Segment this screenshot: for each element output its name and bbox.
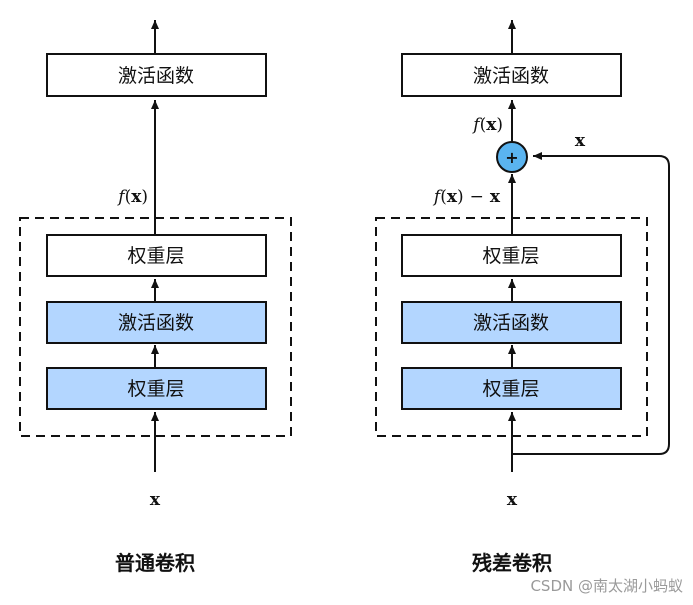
watermark: CSDN @南太湖小蚂蚁 [530, 577, 683, 595]
plain-top-activation-label: 激活函数 [118, 65, 194, 87]
plain-caption: 普通卷积 [115, 551, 195, 575]
skip-connection-label: x [575, 131, 586, 151]
residual-top-activation-label: 激活函数 [473, 65, 549, 87]
residual-label: f(x)−x [432, 187, 501, 207]
residual-input-label: x [507, 490, 518, 510]
plain-input-label: x [150, 490, 161, 510]
plain-output-label: f(x) [116, 187, 148, 207]
adder-plus-icon: + [505, 148, 518, 167]
residual-weight-layer-bottom-label: 权重层 [482, 378, 539, 400]
plain-activation-layer [46, 301, 267, 344]
plain-activation-layer-label: 激活函数 [118, 312, 194, 334]
plain-weight-layer-top-label: 权重层 [127, 245, 184, 267]
plain-top-activation [46, 53, 267, 97]
plain-block: x 权重层 激活函数 权重层 f(x) 激活函数 普通卷积 [19, 20, 292, 575]
residual-caption: 残差卷积 [472, 551, 552, 575]
residual-block: x x 权重层 激活函数 权重层 f(x)−x + f(x) 激活函数 残差卷积 [375, 20, 670, 575]
plain-weight-layer-bottom-label: 权重层 [127, 378, 184, 400]
plain-weight-layer-top [46, 234, 267, 277]
residual-activation-layer-label: 激活函数 [473, 312, 549, 334]
residual-weight-layer-top [401, 234, 622, 277]
plain-weight-layer-bottom [46, 367, 267, 410]
adder-output-label: f(x) [471, 115, 503, 135]
residual-weight-layer-top-label: 权重层 [482, 245, 539, 267]
skip-connection-arrow [512, 152, 670, 455]
